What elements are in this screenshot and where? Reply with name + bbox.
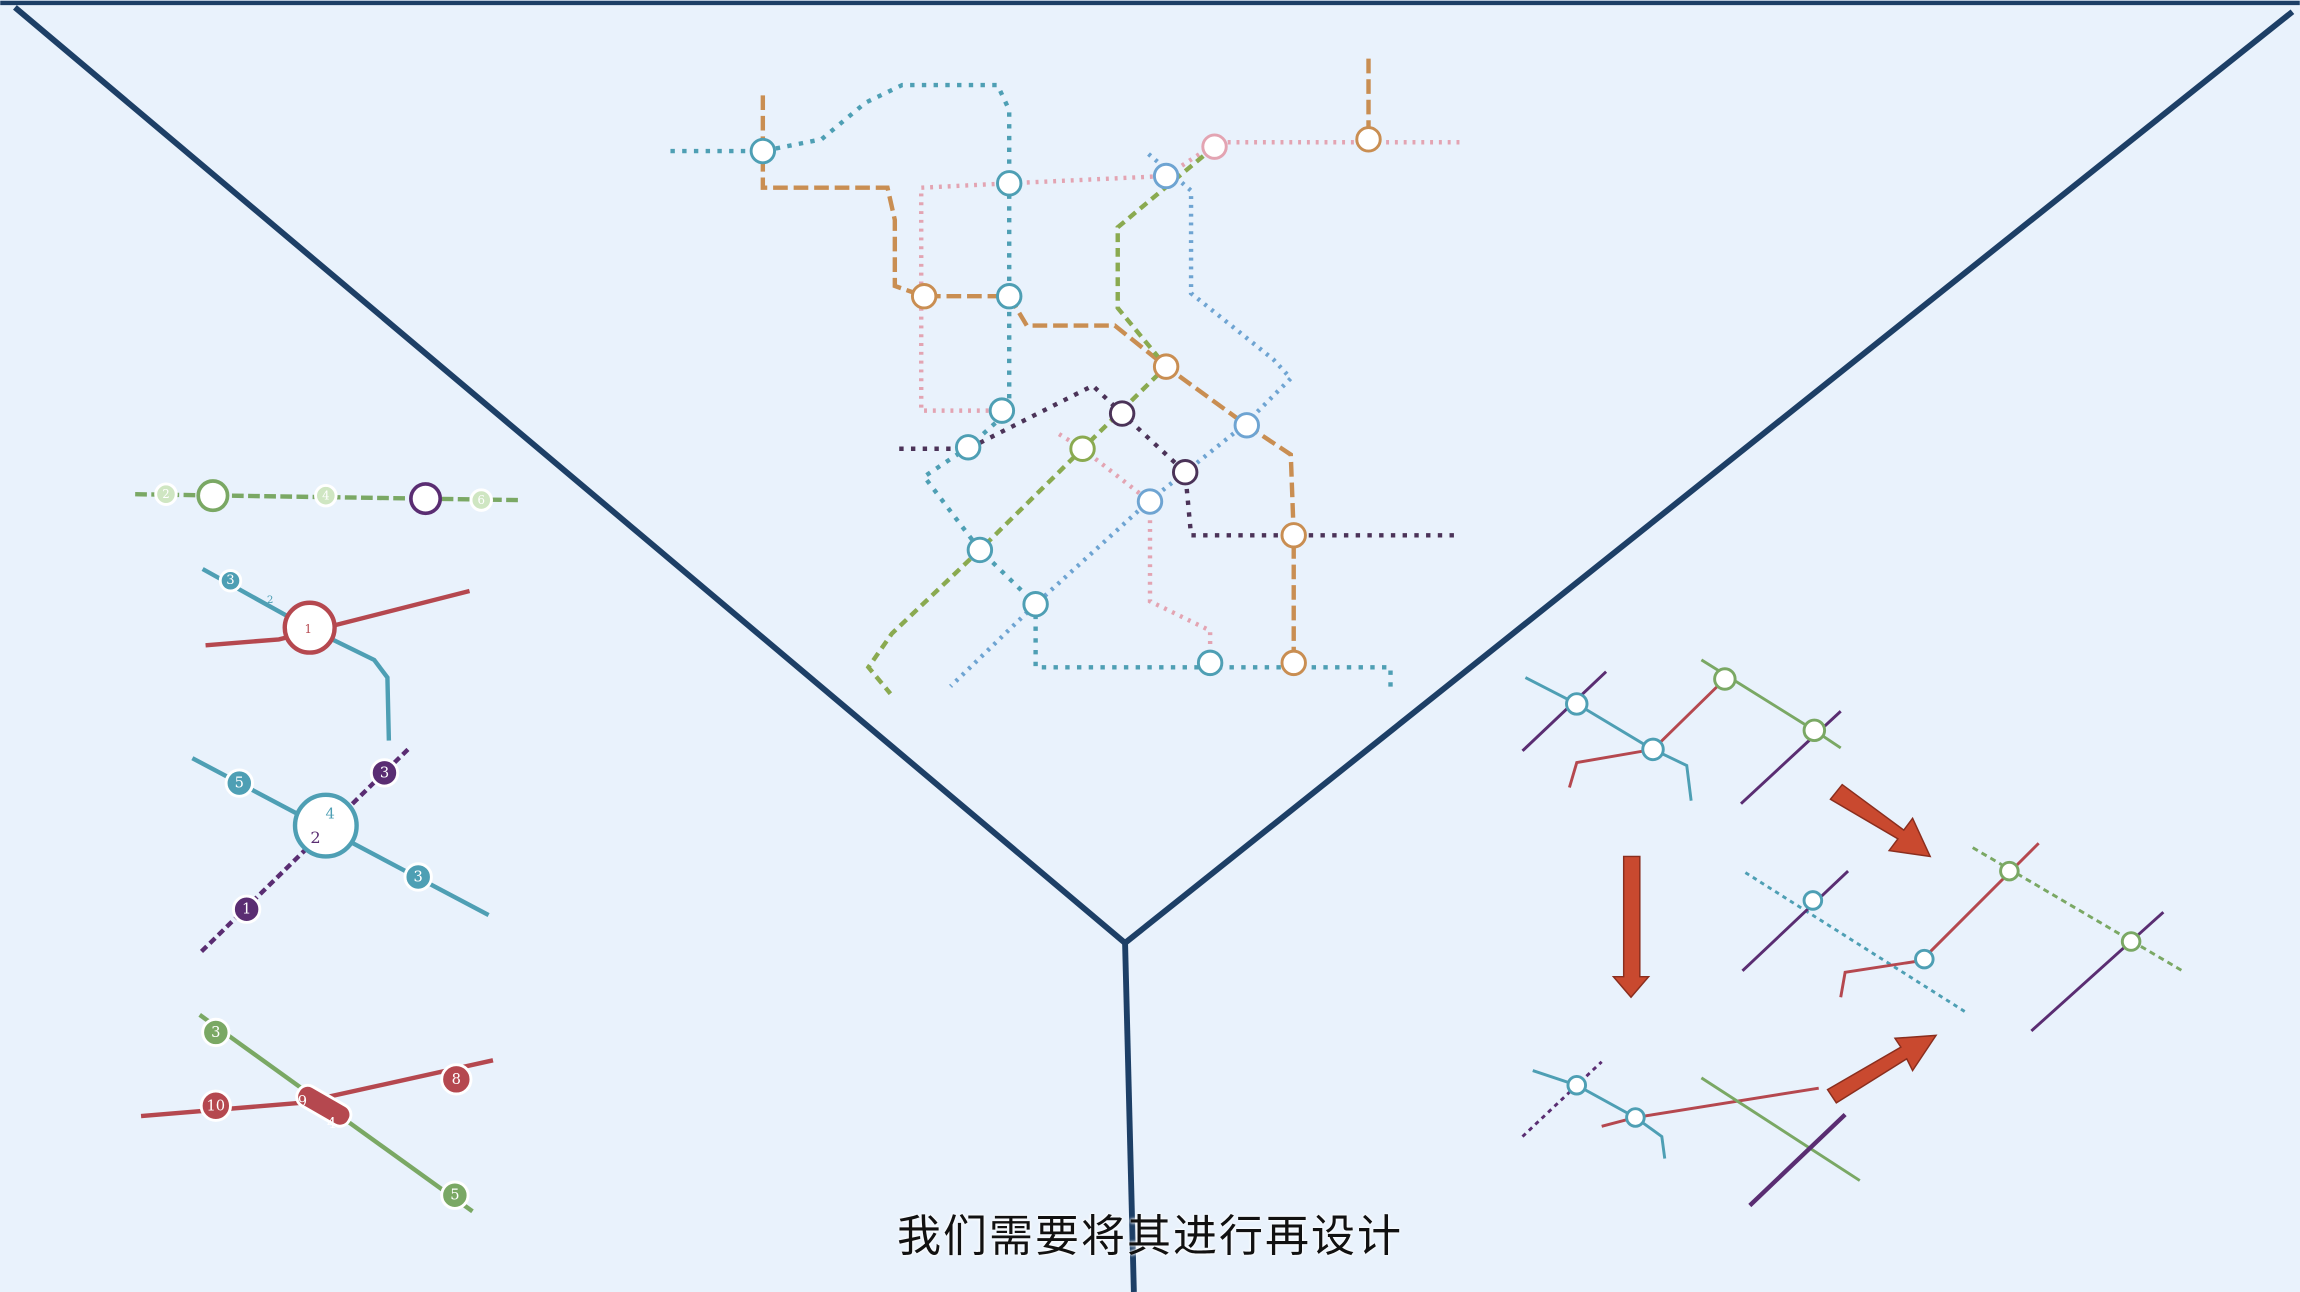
left-example-junction-b: 4 2 5 3 3 1 bbox=[191, 747, 490, 955]
hub-label: 2 bbox=[310, 828, 320, 847]
subtitle: 我们需要将其进行再设计 bbox=[897, 1211, 1403, 1262]
arrow-down-right-icon bbox=[1829, 783, 1932, 858]
left-example-line: 2 4 6 bbox=[135, 479, 518, 516]
station-label: 1 bbox=[242, 901, 251, 918]
hub-label: 4 bbox=[326, 805, 335, 822]
left-example-junction-c: 3 10 9 4 8 5 bbox=[140, 1013, 494, 1214]
station-label: 3 bbox=[211, 1024, 220, 1041]
station-label: 1 bbox=[304, 622, 311, 636]
station-label: 5 bbox=[235, 775, 244, 792]
station-label: 2 bbox=[162, 487, 169, 501]
interchange-stations bbox=[749, 126, 1382, 677]
station-label: 9 bbox=[298, 1093, 307, 1110]
station-label: 8 bbox=[452, 1071, 461, 1088]
station-label: 6 bbox=[478, 493, 485, 507]
arrow-down-icon bbox=[1611, 855, 1651, 999]
metro-map bbox=[670, 58, 1460, 696]
arrow-icons bbox=[1611, 783, 1938, 1104]
left-example-junction-a: 3 2 1 bbox=[201, 567, 471, 741]
station-label: 3 bbox=[414, 868, 423, 885]
metro-line-blue bbox=[949, 152, 1294, 688]
station-label: 4 bbox=[322, 489, 329, 503]
station-label: 10 bbox=[207, 1097, 226, 1114]
station-label: 4 bbox=[327, 1115, 336, 1132]
metro-line-orange bbox=[760, 95, 1296, 668]
station-label: 2 bbox=[267, 594, 274, 606]
station-label: 3 bbox=[226, 573, 234, 588]
right-variant-b bbox=[1741, 842, 2184, 1033]
station-label: 5 bbox=[450, 1187, 459, 1204]
station-label: 3 bbox=[380, 764, 389, 781]
arrow-up-right-icon bbox=[1826, 1034, 1938, 1104]
right-variant-c bbox=[1521, 1060, 1861, 1208]
right-variant-original bbox=[1521, 658, 1842, 805]
